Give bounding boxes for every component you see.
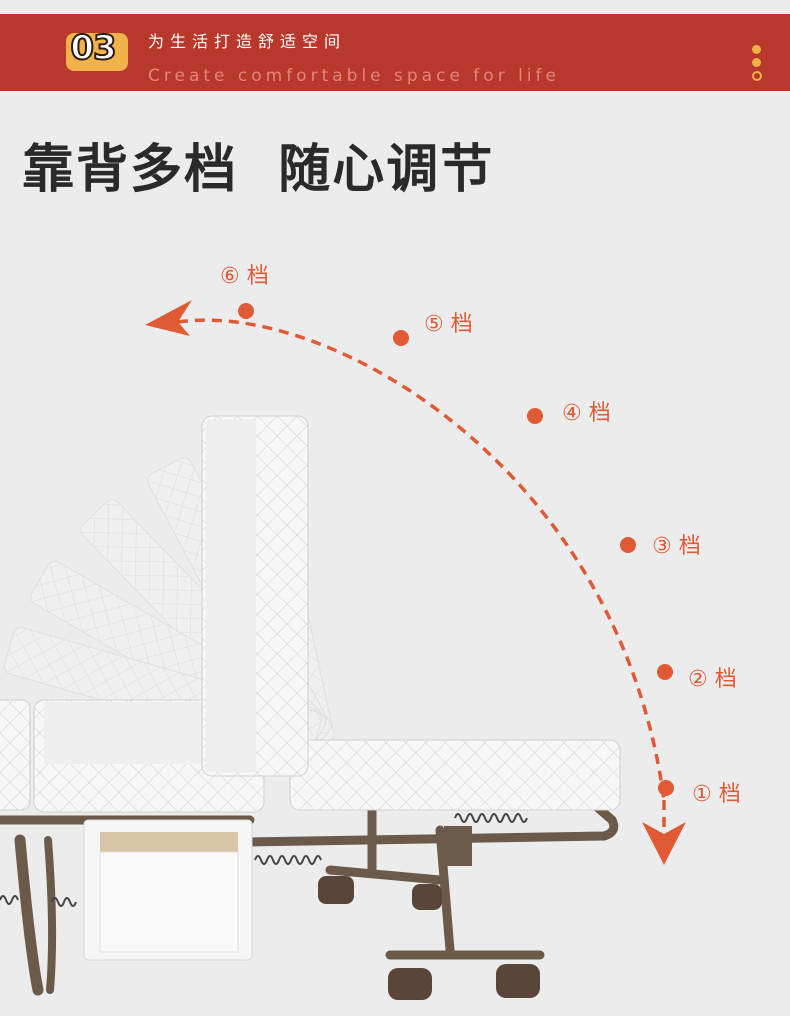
level-4: ④ 档 xyxy=(527,401,611,426)
badge-shadow xyxy=(66,33,128,71)
level-6: ⑥ 档 xyxy=(220,264,269,319)
dot-1 xyxy=(752,45,761,54)
level-4-label: ④ 档 xyxy=(562,401,611,426)
caster-wheels xyxy=(318,876,540,1000)
storage-pouch xyxy=(83,819,253,961)
level-5-label: ⑤ 档 xyxy=(424,312,473,337)
mattress-backrest xyxy=(201,415,309,777)
level-3: ③ 档 xyxy=(620,534,701,559)
level-3-label: ③ 档 xyxy=(652,534,701,559)
arrow-head-down-icon xyxy=(642,822,686,865)
page-headline: 靠背多档 随心调节 xyxy=(22,140,495,200)
section-number: 03 xyxy=(69,27,117,69)
arrow-head-up-left-icon xyxy=(145,300,192,336)
level-markers: ① 档 ② 档 ③ 档 ④ 档 ⑤ 档 ⑥ 档 xyxy=(220,264,741,807)
level-2: ② 档 xyxy=(657,664,737,692)
level-5: ⑤ 档 xyxy=(393,312,473,346)
dot-2 xyxy=(752,58,761,67)
tagline-english: Create comfortable space for life xyxy=(148,66,560,86)
dot-3 xyxy=(752,71,762,81)
header-banner: 03 为生活打造舒适空间 Create comfortable space fo… xyxy=(0,14,790,91)
level-6-label: ⑥ 档 xyxy=(220,264,269,289)
level-1-label: ① 档 xyxy=(692,782,741,807)
springs xyxy=(0,813,528,907)
tagline-chinese: 为生活打造舒适空间 xyxy=(148,32,347,51)
adjustment-arc xyxy=(145,300,686,865)
level-1: ① 档 xyxy=(658,780,741,807)
level-2-label: ② 档 xyxy=(688,667,737,692)
menu-dots-icon xyxy=(752,45,764,85)
section-number-badge: 03 xyxy=(62,27,128,72)
